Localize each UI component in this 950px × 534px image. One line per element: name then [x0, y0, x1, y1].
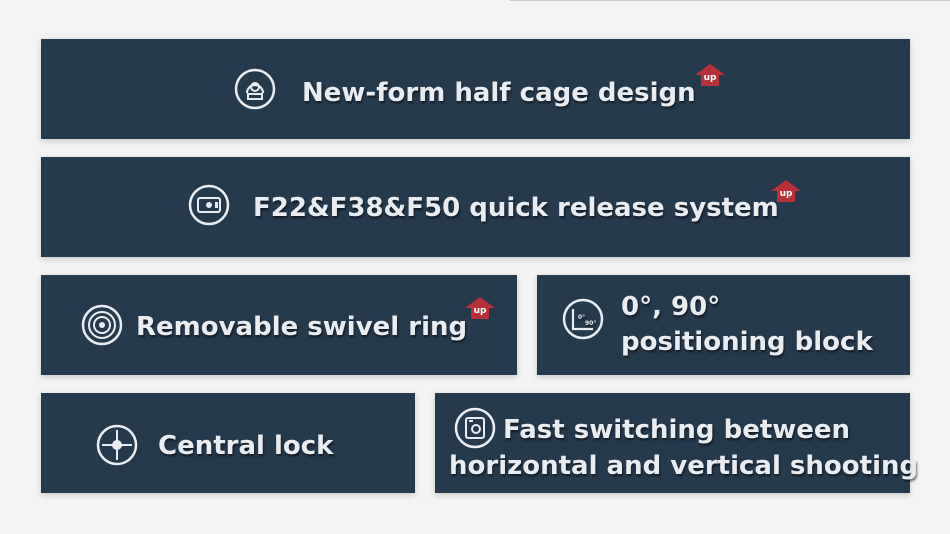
- feature-label-line2: positioning block: [621, 327, 873, 357]
- feature-card-swivel-ring: Removable swivel ring up: [41, 275, 517, 375]
- feature-card-central-lock: Central lock: [41, 393, 415, 493]
- top-divider-line: [510, 0, 950, 1]
- feature-label: Removable swivel ring: [136, 312, 468, 342]
- feature-card-orientation-switch: Fast switching between horizontal and ve…: [435, 393, 918, 493]
- feature-label-line1: 0°, 90°: [621, 292, 721, 322]
- feature-label: Central lock: [158, 431, 334, 461]
- icon-text-90: 90°: [585, 320, 596, 327]
- up-badge: up: [771, 180, 801, 202]
- feature-label-line1: Fast switching between: [503, 415, 851, 445]
- up-badge: up: [465, 297, 495, 319]
- central-lock-icon: [95, 423, 139, 467]
- orientation-switch-icon: [453, 406, 497, 450]
- feature-card-positioning-block: 0° 90° 0°, 90° positioning block: [537, 275, 910, 375]
- half-cage-icon: [233, 67, 277, 111]
- icon-text-0: 0°: [578, 314, 585, 321]
- positioning-block-icon: 0° 90°: [561, 297, 605, 341]
- feature-card-half-cage: New-form half cage design up: [41, 39, 910, 139]
- feature-label-line2: horizontal and vertical shooting: [449, 451, 919, 481]
- feature-card-quick-release: F22&F38&F50 quick release system up: [41, 157, 910, 257]
- up-badge: up: [695, 64, 725, 86]
- feature-label: F22&F38&F50 quick release system: [253, 193, 779, 223]
- swivel-ring-icon: [80, 303, 124, 347]
- feature-label: New-form half cage design: [302, 78, 696, 108]
- quick-release-icon: [187, 183, 231, 227]
